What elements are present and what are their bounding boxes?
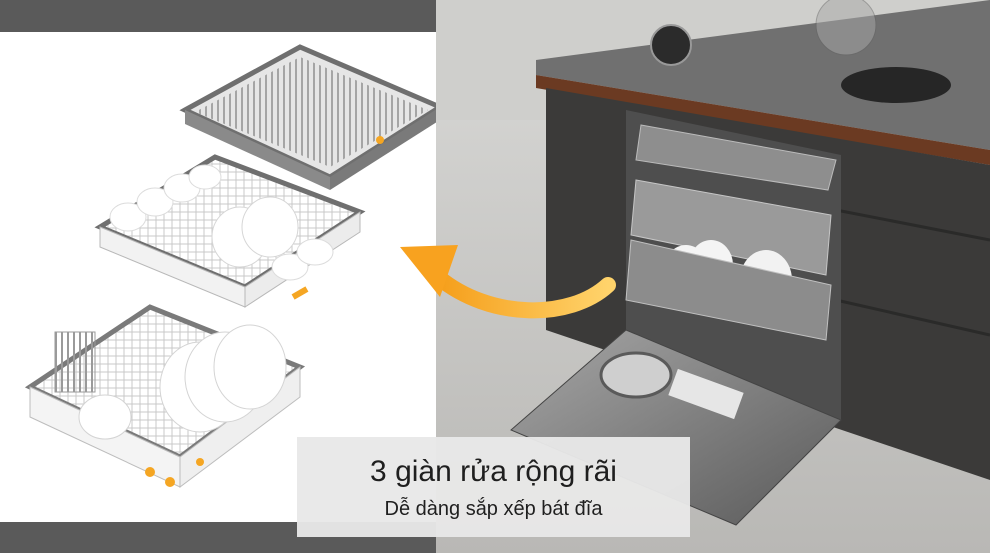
countertop xyxy=(536,0,990,150)
caption-subtitle: Dễ dàng sắp xếp bát đĩa xyxy=(384,497,603,520)
caption-title: 3 giàn rửa rộng rãi xyxy=(370,454,617,488)
rack-illustration xyxy=(0,32,468,522)
kitchen-photo xyxy=(436,0,990,553)
caption-box: 3 giàn rửa rộng rãi Dễ dàng sắp xếp bát … xyxy=(297,437,690,537)
rack-illustration-graphic xyxy=(24,44,446,488)
top-cutlery-tray xyxy=(179,44,446,190)
bottom-rack xyxy=(24,304,306,488)
kitchen-photo-graphic xyxy=(436,0,990,553)
curved-arrow-icon xyxy=(400,245,616,319)
middle-rack xyxy=(94,154,366,308)
